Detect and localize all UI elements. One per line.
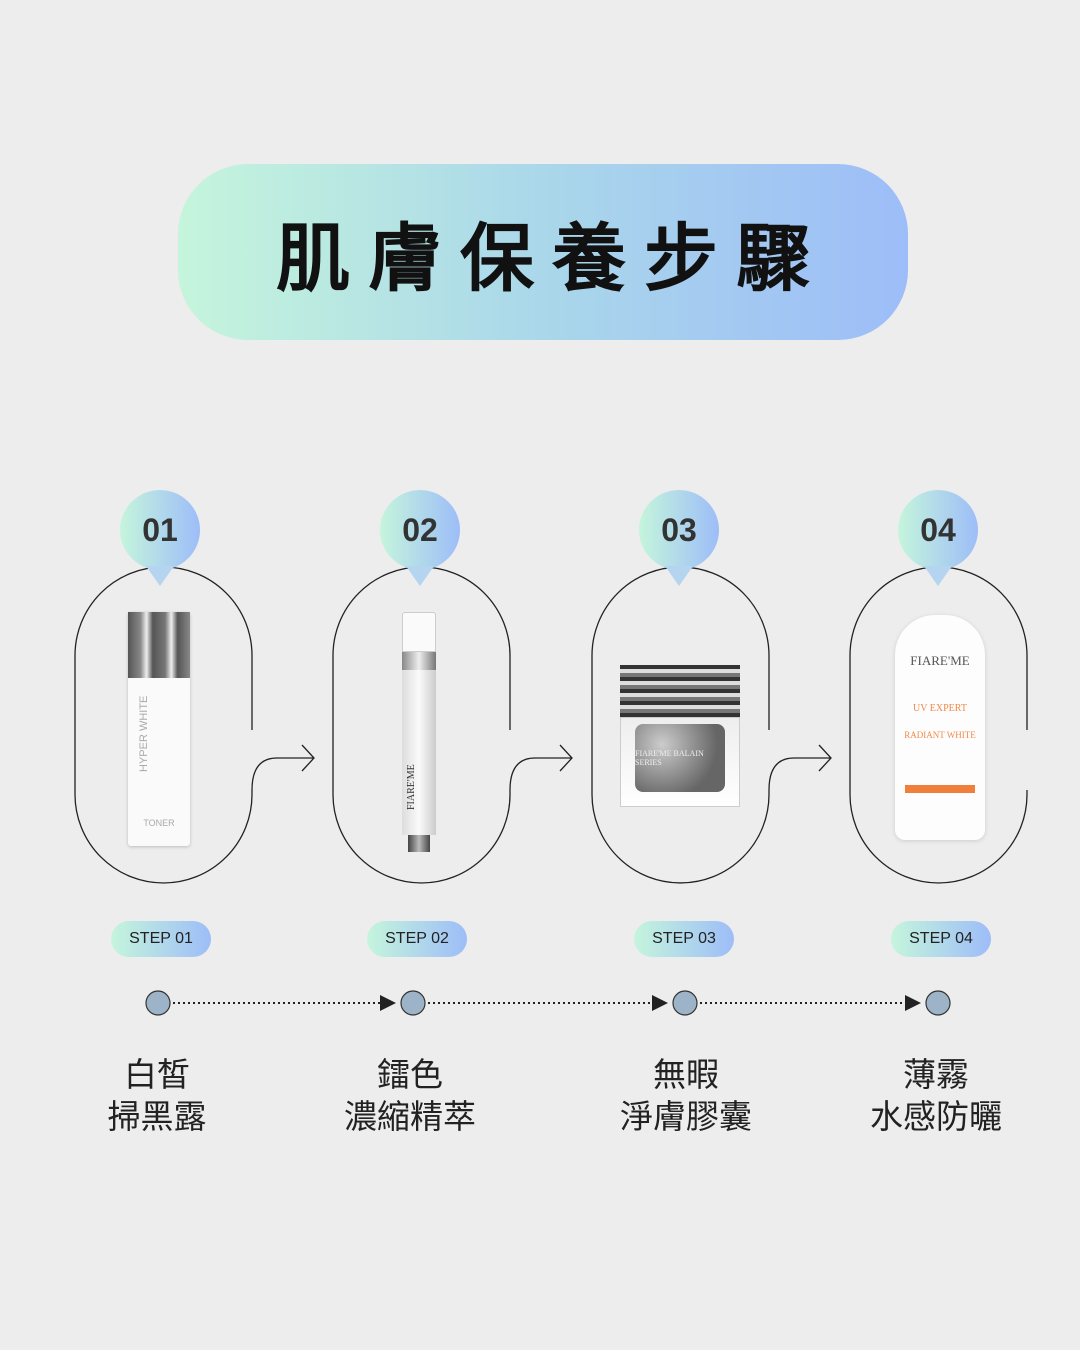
step-capsule-outline xyxy=(591,566,770,884)
step-description: 白皙掃黑露 xyxy=(107,1055,207,1136)
sunscreen-product-image: FIARE'ME UV EXPERT RADIANT WHITE xyxy=(895,615,985,840)
toner-product-image: HYPER WHITE TONER xyxy=(128,612,190,846)
step-number-bubble: 02 xyxy=(380,490,460,586)
title-banner: 肌膚保養步驟 xyxy=(178,164,908,340)
page-title: 肌膚保養步驟 xyxy=(276,215,828,302)
timeline-dot xyxy=(145,990,171,1016)
capsule-jar-product-image: FIARE'ME BALAIN SERIES xyxy=(620,665,740,807)
step-badge: STEP 03 xyxy=(634,921,734,957)
step-capsule-outline xyxy=(849,566,1028,884)
timeline-dot xyxy=(672,990,698,1016)
timeline-dot xyxy=(400,990,426,1016)
serum-product-image: FIARE'ME xyxy=(402,612,436,852)
connector-arrow xyxy=(768,744,832,791)
step-description: 薄霧水感防曬 xyxy=(870,1055,1002,1136)
step-number-bubble: 01 xyxy=(120,490,200,586)
step-capsule-outline xyxy=(74,566,253,884)
step-badge: STEP 04 xyxy=(891,921,991,957)
step-capsule-outline xyxy=(332,566,511,884)
step-description: 鐳色濃縮精萃 xyxy=(344,1055,476,1136)
connector-arrow xyxy=(509,744,573,791)
step-description: 無暇淨膚膠囊 xyxy=(620,1055,752,1136)
step-number-bubble: 03 xyxy=(639,490,719,586)
step-badge: STEP 02 xyxy=(367,921,467,957)
connector-arrow xyxy=(251,744,315,791)
timeline-dot xyxy=(925,990,951,1016)
step-number-bubble: 04 xyxy=(898,490,978,586)
step-badge: STEP 01 xyxy=(111,921,211,957)
